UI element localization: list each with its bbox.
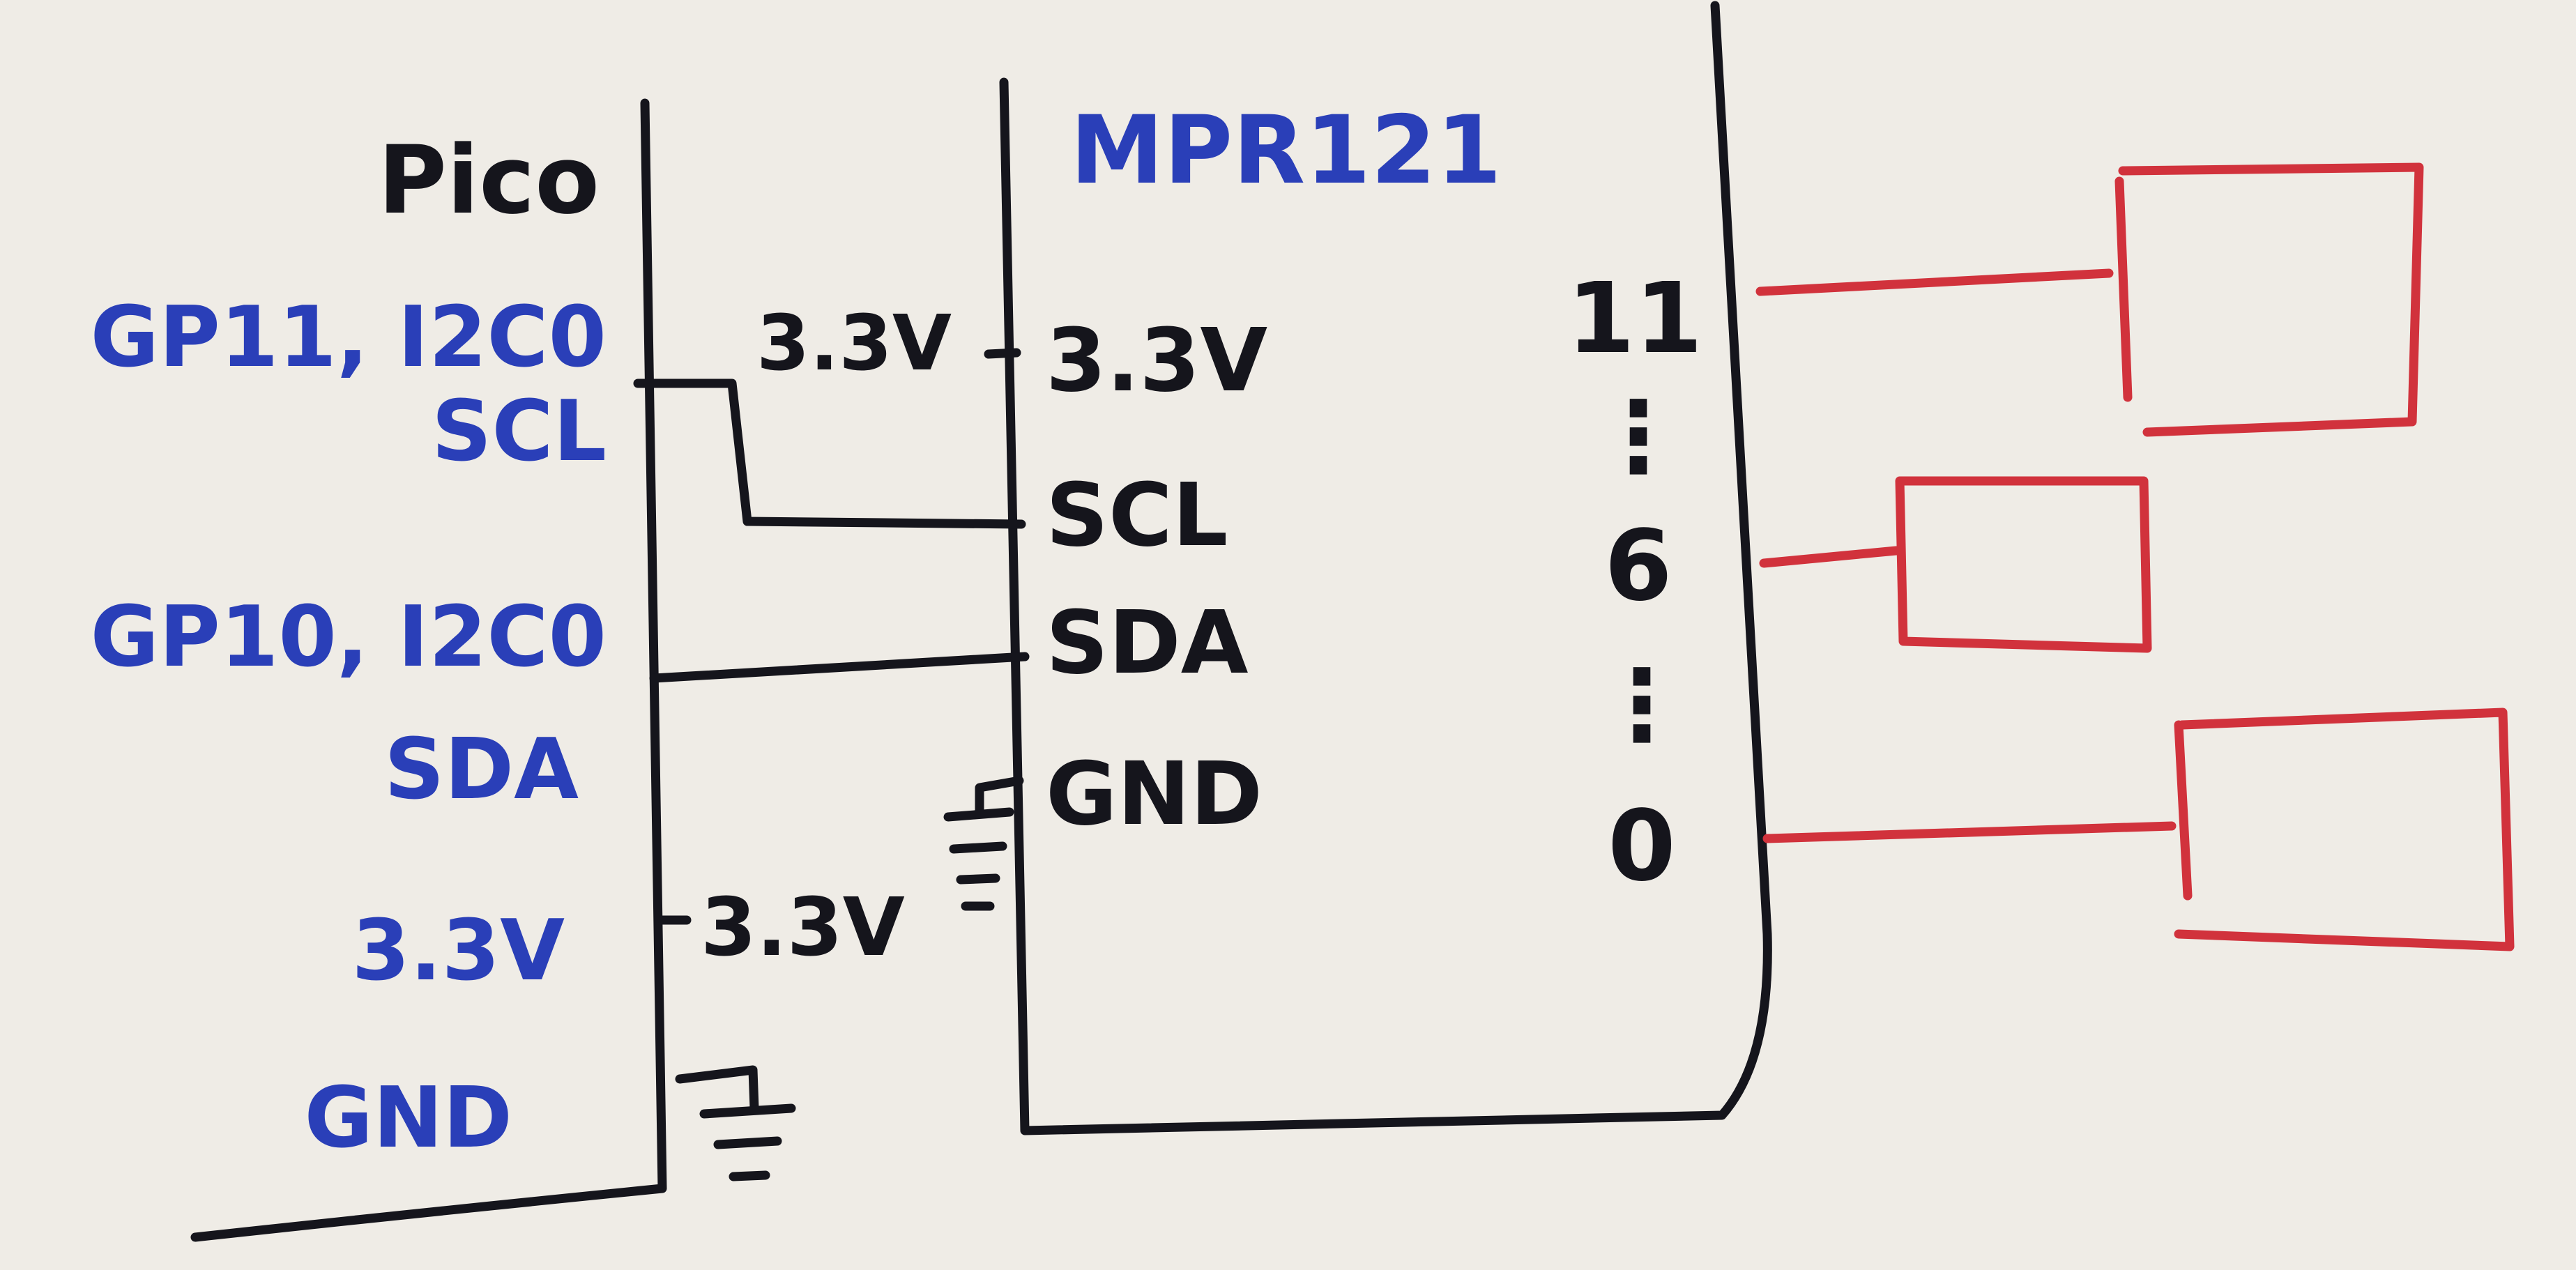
pico-pin-sda-line1: GP10, I2C0	[90, 589, 607, 686]
electrode-pad-6	[1759, 476, 2152, 653]
mpr121-ground-icon	[943, 807, 1014, 911]
electrode-ellipsis-upper: ⋮	[1590, 381, 1687, 494]
pico-board-outline	[190, 98, 667, 1242]
electrode-label-6: 6	[1604, 510, 1672, 623]
pico-pin-sda-line2: SDA	[384, 721, 579, 818]
mpr121-gnd-tick	[975, 776, 1024, 817]
mpr121-3v3-tick	[984, 348, 1021, 359]
mpr121-power-tag: 3.3V	[756, 298, 952, 388]
mpr121-pin-3v3: 3.3V	[1046, 310, 1267, 411]
pico-power-tag: 3.3V	[701, 881, 905, 974]
mpr121-board-outline	[999, 1, 1772, 1135]
pico-pin-scl-line1: GP11, I2C0	[90, 289, 607, 386]
electrode-label-11: 11	[1567, 262, 1703, 376]
pico-title: Pico	[378, 125, 600, 235]
mpr121-pin-gnd: GND	[1046, 744, 1263, 845]
pico-pin-gnd: GND	[304, 1070, 512, 1167]
mpr121-pin-scl: SCL	[1046, 465, 1228, 566]
electrode-label-0: 0	[1608, 790, 1675, 903]
electrode-pad-11	[1755, 162, 2424, 437]
mpr121-title: MPR121	[1070, 95, 1502, 205]
pico-pin-3v3: 3.3V	[352, 903, 565, 1000]
mpr121-pin-sda: SDA	[1046, 592, 1249, 694]
electrode-ellipsis-lower: ⋮	[1593, 649, 1691, 763]
pico-pin-scl-line2: SCL	[432, 383, 607, 480]
scl-wire	[633, 378, 1026, 529]
pico-gnd-tick	[675, 1065, 759, 1113]
sda-wire	[649, 652, 1030, 683]
pico-ground-icon	[699, 1103, 796, 1181]
electrode-pad-0	[1762, 707, 2515, 951]
